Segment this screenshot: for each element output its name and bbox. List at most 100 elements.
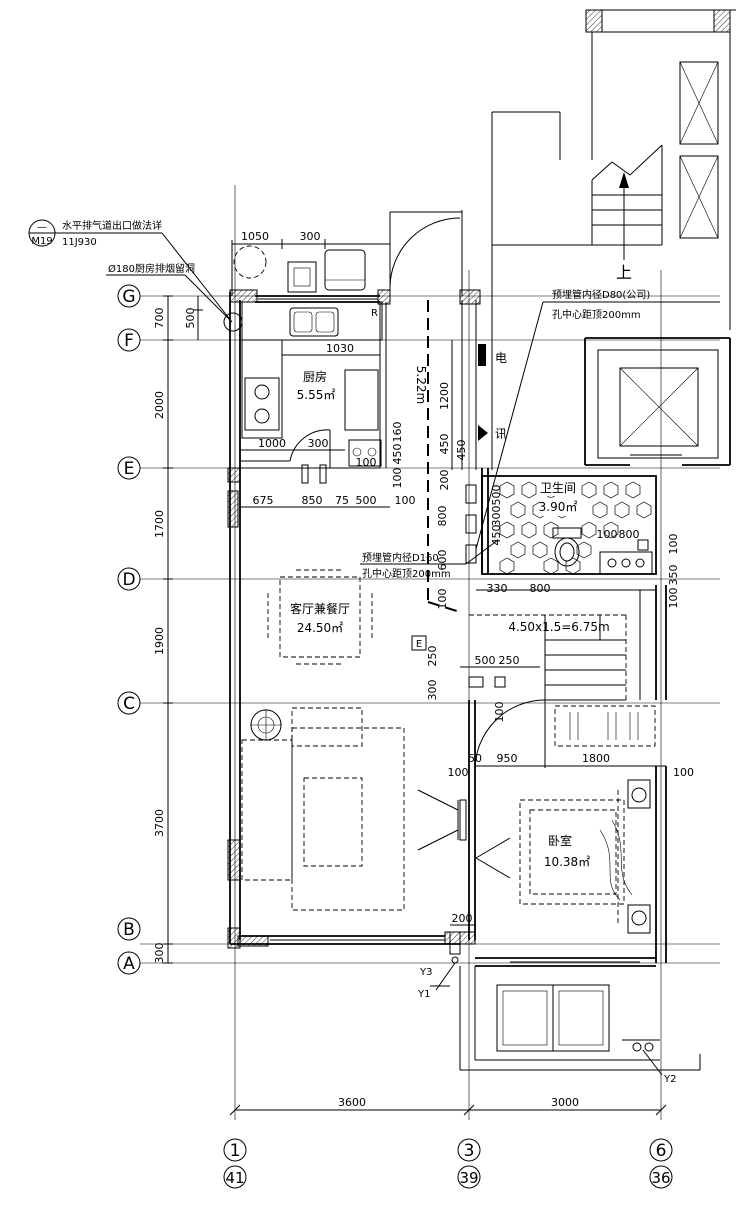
dim-100b: 100 (391, 468, 404, 489)
dim-350: 350 (667, 565, 680, 586)
axis-row-f: F (117, 328, 141, 352)
bath-name: 卫生间 (540, 481, 576, 495)
appliance-icon (348, 439, 382, 467)
dim-700: 700 (153, 308, 166, 329)
dim-500: 500 (184, 308, 197, 329)
dim-250: 250 (426, 646, 439, 667)
toilet-icon (552, 527, 582, 567)
tag-y2: Y2 (663, 1074, 676, 1085)
kitchen-area: 5.55㎡ (297, 388, 336, 402)
dim-100c: 100 (597, 528, 618, 541)
dim-600: 600 (436, 550, 449, 571)
dim-1900: 1900 (153, 627, 166, 655)
dim-850: 850 (302, 494, 323, 507)
m19-note: — M19 水平排气道出口做法详 11J930 Ø180厨房排烟留洞 (28, 219, 243, 332)
dim-250b: 250 (499, 654, 520, 667)
outside-top: 1050 300 (231, 210, 463, 296)
dim-300: 300 (300, 230, 321, 243)
axis-col-3: 3 39 (457, 1138, 481, 1189)
dim-75: 75 (335, 494, 349, 507)
kitchen-name: 厨房 (303, 369, 327, 384)
elec-label: 电 (495, 351, 507, 365)
pipe-d80-note: 预埋管内径D80(公司) (552, 288, 650, 301)
column-axis-labels: 1 41 3 39 6 36 (223, 1138, 673, 1189)
flue-note: Ø180厨房排烟留洞 (108, 262, 195, 275)
pipe-d160-hole: 孔中心距顶200mm (362, 567, 451, 580)
dim-100f: 100 (667, 588, 680, 609)
row-axis-labels: G F E D C B A (117, 284, 141, 975)
dim-500c: 500 (475, 654, 496, 667)
dim-100: 100 (356, 456, 377, 469)
kitchen-door-arc (289, 429, 331, 462)
axis-label: C (123, 694, 135, 714)
tag-y1: Y1 (417, 989, 430, 1000)
dim-100d: 100 (395, 494, 416, 507)
dim-300c: 300 (490, 506, 503, 527)
kitchen-dimensions: 1030 1000 300 100 (240, 342, 380, 469)
axis-col-6: 6 36 (649, 1138, 673, 1189)
dim-100i: 100 (673, 766, 694, 779)
dim-3000: 3000 (551, 1096, 579, 1109)
dim-1800: 1800 (582, 752, 610, 765)
axis-sublabel: 39 (459, 1169, 478, 1187)
pipe-d160-note: 预埋管内径D160 (362, 551, 439, 564)
dim-300b: 300 (308, 437, 329, 450)
dim-950: 950 (497, 752, 518, 765)
m19-symbol: M19 (31, 236, 52, 247)
bedroom-door-arc (474, 699, 546, 771)
dim-450c: 450 (455, 440, 468, 461)
bath-area: 3.90㎡ (539, 500, 578, 514)
dim-1030: 1030 (326, 342, 354, 355)
dim-2000: 2000 (153, 391, 166, 419)
dim-300d: 300 (426, 680, 439, 701)
svg-text:—: — (37, 222, 47, 233)
axis-sublabel: 41 (225, 1169, 244, 1187)
comm-box-icon (478, 425, 488, 441)
axis-row-a: A (117, 951, 141, 975)
pipe-notes: 预埋管内径D80(公司) 孔中心距顶200mm 预埋管内径D160 孔中心距顶2… (360, 288, 720, 580)
bottom-dimensions: 3600 3000 (229, 1096, 667, 1116)
dim-100g: 100 (436, 589, 449, 610)
dim-330: 330 (487, 582, 508, 595)
dim-160: 160 (391, 422, 404, 443)
lower-balcony: 200 Y3 Y1 Y2 (417, 912, 701, 1085)
dim-450b: 450 (391, 444, 404, 465)
dim-800b: 800 (530, 582, 551, 595)
axis-label: E (124, 459, 135, 479)
axis-label: F (124, 331, 134, 351)
exterior-walls (227, 289, 667, 967)
stair-up-label: 上 (616, 263, 632, 282)
wardrobe-icon (554, 705, 656, 747)
dim-1700: 1700 (153, 510, 166, 538)
living-name: 客厅兼餐厅 (290, 601, 350, 616)
sink-icon (289, 307, 339, 337)
m19-note-text: 水平排气道出口做法详 (62, 219, 162, 232)
axis-col-1: 1 41 (223, 1138, 247, 1189)
dim-100e: 100 (667, 534, 680, 555)
bed-icon (519, 799, 625, 905)
dim-500b: 500 (356, 494, 377, 507)
left-dimensions: 700 500 2000 1700 1900 3700 300 (153, 295, 203, 964)
axis-label: 1 (230, 1141, 241, 1161)
dim-200b: 200 (452, 912, 473, 925)
axis-row-d: D (117, 567, 141, 591)
axis-label: B (123, 920, 135, 940)
axis-label: G (122, 287, 135, 307)
dim-450: 450 (438, 434, 451, 455)
corridor-length: 5.22m (414, 366, 428, 404)
entry-door-arc (389, 217, 461, 289)
axis-row-e: E (117, 456, 141, 480)
bathroom: 卫生间 3.90㎡ 100 800 800 600 300 450 500 35… (436, 468, 680, 609)
dim-200: 200 (438, 470, 451, 491)
dim-500: 500 (490, 485, 503, 506)
corridor: 5.22m (414, 300, 461, 613)
middle-stair: 4.50x1.5=6.75m 330 800 100 (436, 582, 667, 701)
axis-label: 6 (656, 1141, 667, 1161)
sofa-icon (241, 739, 293, 881)
living-room: 675 850 75 500 100 客厅兼餐厅 24.50㎡ E 250 30… (240, 494, 540, 940)
comm-label: 讯 (495, 427, 507, 441)
stair-area-label: 4.50x1.5=6.75m (508, 620, 609, 634)
dim-3700: 3700 (153, 809, 166, 837)
dining-table-icon (279, 576, 361, 658)
